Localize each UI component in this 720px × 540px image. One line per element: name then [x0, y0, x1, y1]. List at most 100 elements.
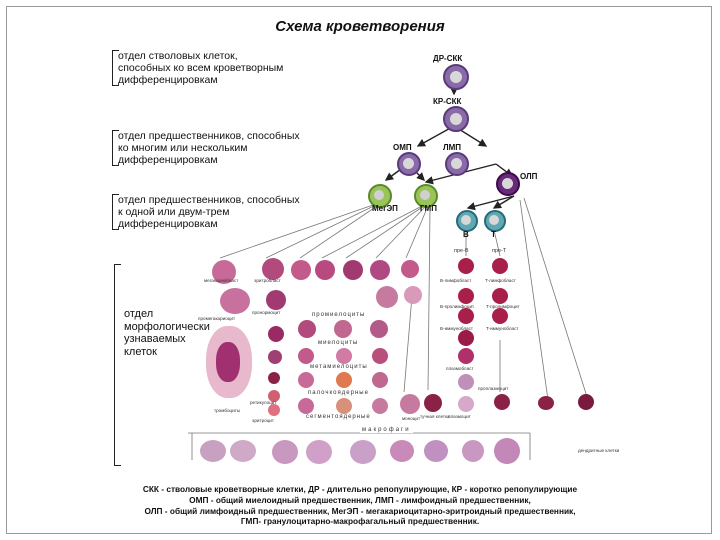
myelocyte-cell-3 [372, 348, 388, 364]
dr-skk-cell-core [450, 71, 462, 83]
gmp-label: ГМП [420, 204, 437, 213]
reticulocyte-cell [268, 390, 280, 402]
macrophage-cell-1 [200, 440, 226, 462]
b-prolymphocyte-label: B-пролимфоцит [440, 304, 475, 309]
lmp-cell-core [451, 158, 462, 169]
diagram-frame [6, 6, 712, 534]
metamyelocytes-label: метамиелоциты [310, 364, 368, 370]
erythrocyte-cell [268, 404, 280, 416]
proplasmocyte-label: проплазмоцит [478, 386, 509, 391]
macrophage-cell-4 [306, 440, 332, 464]
myeloblast-cell-4 [401, 260, 419, 278]
band-cell-3 [372, 398, 388, 414]
pronormocyte-cell [266, 290, 286, 310]
kr-skk-label: КР-СКК [433, 97, 462, 106]
b-lymphocyte-cell [458, 348, 474, 364]
pre-b-cell [458, 258, 474, 274]
normocyte-cell-3 [268, 372, 280, 384]
megakaryoblast-label: мегакариобласт [204, 278, 239, 283]
macrophage-cell-2 [230, 440, 256, 462]
tissue-basophil-cell [424, 394, 442, 412]
band-cell-1 [298, 398, 314, 414]
pronormocyte-label: пронормоцит [252, 310, 281, 315]
myeloblast-cell-1 [315, 260, 335, 280]
macrophage-cell-9 [494, 438, 520, 464]
macrophage-cell-8 [462, 440, 484, 462]
platelets-label: тромбоциты [214, 408, 241, 413]
erythroblast-label: эритробласт [254, 278, 281, 283]
b-prolymphocyte-cell [458, 288, 474, 304]
b-cell-core [461, 215, 471, 225]
myelocyte-cell-1 [298, 348, 314, 364]
diagram-title: Схема кроветворения [275, 18, 445, 35]
dendritic-cell-1 [538, 396, 554, 410]
tissue-basophil-label: тучная клетка [420, 414, 450, 419]
erythroblast-cell [262, 258, 284, 280]
plasmablast-label: плазмобласт [446, 366, 474, 371]
promyelocyte-cell-3 [370, 320, 388, 338]
t-label: T [491, 230, 496, 239]
lmp-label: ЛМП [443, 143, 462, 152]
metamyelocyte-cell-1 [298, 372, 314, 388]
b-immunoblast-label: B-иммунобласт [440, 326, 473, 331]
omp-cell-core [403, 158, 414, 169]
plasmablast-cell [458, 330, 474, 346]
promegakaryocyte-label: промегакариоцит [198, 316, 236, 321]
myeloblast-cell-3 [370, 260, 390, 280]
section-stem-cells: отдел стволовых клеток,способных ко всем… [112, 50, 348, 86]
band-label: палочкоядерные [308, 390, 369, 396]
kr-skk-cell-core [450, 113, 462, 125]
dendritic-cell-2 [578, 394, 594, 410]
t-immunoblast-cell [492, 308, 508, 324]
kr-skk-cell [443, 106, 469, 132]
macrophage-cell-6 [390, 440, 414, 462]
myelocytes-label: миелоциты [318, 340, 359, 346]
dendritic-label: дендритные клетки [578, 448, 620, 453]
plasmocyte-cell [458, 396, 474, 412]
abbreviation-legend: СКК - стволовые кроветворные клетки, ДР … [142, 484, 578, 527]
megep-label: МегЭП [372, 204, 398, 213]
t-lymphocyte-cell [494, 394, 510, 410]
gmp-cell-core [420, 190, 430, 200]
promyelocytes-label: промиелоциты [312, 312, 366, 318]
b-immunoblast-cell [458, 308, 474, 324]
pre-t-label: пре-T [492, 248, 507, 254]
monocyte-cell [400, 394, 420, 414]
pre-t-cell [492, 258, 508, 274]
reticulocyte-label: ретикулоцит [250, 400, 277, 405]
olp-label: ОЛП [520, 172, 538, 181]
t-cell-core [489, 215, 499, 225]
b-label: B [463, 230, 469, 239]
t-prolymphocyte-label: T-пролимфоцит [486, 304, 520, 309]
myelocyte-cell-2 [336, 348, 352, 364]
promyelocyte-cell-1 [298, 320, 316, 338]
macrophage-cell-7 [424, 440, 448, 462]
dr-skk-label: ДР-СКК [433, 54, 463, 63]
monocyte-precursor-cell [404, 286, 422, 304]
myeloblast-cell-2 [343, 260, 363, 280]
segmented-label: сегментоядерные [306, 414, 371, 420]
metamyelocyte-cell-2 [336, 372, 352, 388]
t-immunoblast-label: T-иммунобласт [486, 326, 519, 331]
t-lymphoblast-label: T-лимфобласт [485, 278, 516, 283]
macrophage-cell-3 [272, 440, 298, 464]
promegakaryocyte-cell [220, 288, 250, 314]
band-cell-2 [336, 398, 352, 414]
promyelocyte-cell-2 [334, 320, 352, 338]
t-prolymphocyte-cell [492, 288, 508, 304]
erythrocyte-label: эритроцит [252, 418, 274, 423]
macrophages-label: макрофаги [360, 427, 413, 433]
proplasmocyte-cell [458, 374, 474, 390]
olp-cell-core [502, 178, 513, 189]
megep-cell-core [374, 190, 384, 200]
metamyelocyte-cell-3 [372, 372, 388, 388]
promonocyte-cell [376, 286, 398, 308]
pre-b-label: пре-B [454, 248, 469, 254]
plasmocyte-label: плазмоцит [448, 414, 471, 419]
megakaryoblast-cell [212, 260, 236, 284]
b-lymphoblast-label: B-лимфобласт [440, 278, 472, 283]
monoblast-cell [291, 260, 311, 280]
